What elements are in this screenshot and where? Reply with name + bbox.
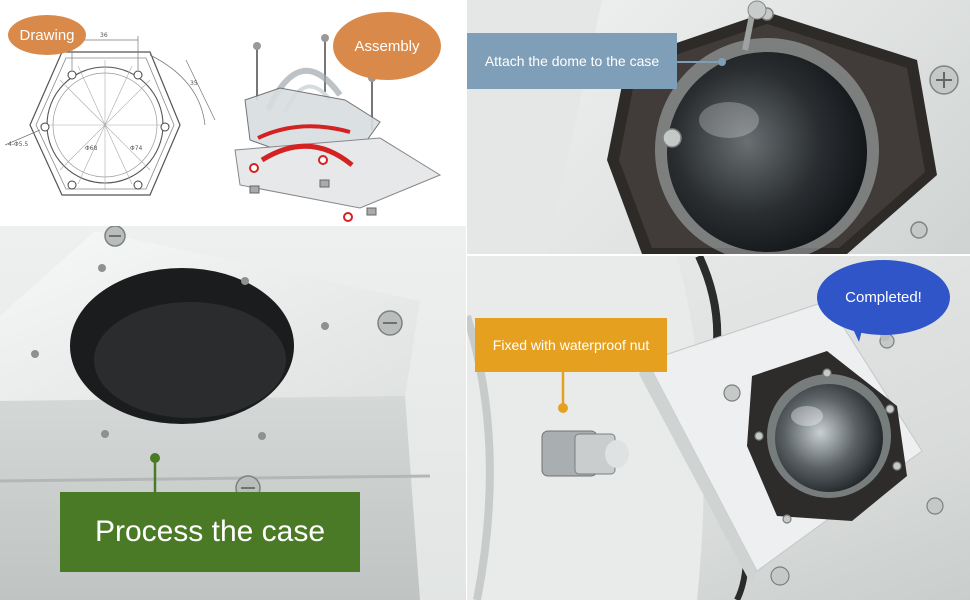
drawing-bubble: Drawing [8, 15, 86, 55]
dome-photo [467, 0, 959, 254]
drawing-assembly-panel: 36 35 4-Φ5.5 Φ68 Φ74 [0, 0, 466, 226]
completed-panel: Fixed with waterproof nut Completed! [467, 256, 970, 600]
completed-photo [467, 256, 944, 600]
process-case-label-box: Process the case [60, 492, 360, 572]
fixed-nut-label-box: Fixed with waterproof nut [475, 318, 667, 372]
horizontal-divider [467, 254, 970, 256]
process-case-label: Process the case [94, 515, 326, 548]
svg-text:36: 36 [100, 32, 108, 39]
svg-text:4-Φ5.5: 4-Φ5.5 [8, 141, 28, 148]
technical-drawing: 36 35 4-Φ5.5 Φ68 Φ74 [4, 32, 442, 222]
attach-dome-label-box: Attach the dome to the case [467, 33, 677, 89]
process-case-panel: Process the case [0, 226, 466, 600]
svg-text:35: 35 [190, 80, 198, 87]
fixed-nut-label: Fixed with waterproof nut [492, 337, 650, 353]
svg-text:Φ68: Φ68 [85, 145, 98, 152]
drawing-label: Drawing [19, 26, 75, 44]
svg-text:Φ74: Φ74 [130, 145, 143, 152]
attach-dome-panel: Attach the dome to the case [467, 0, 970, 254]
completed-label: Completed! [845, 289, 922, 306]
assembly-illustration [234, 34, 442, 222]
vertical-divider [466, 0, 467, 600]
assembly-bubble: Assembly [333, 12, 441, 80]
completed-bubble: Completed! [817, 260, 950, 335]
assembly-label: Assembly [354, 37, 420, 55]
attach-dome-label: Attach the dome to the case [484, 53, 660, 69]
